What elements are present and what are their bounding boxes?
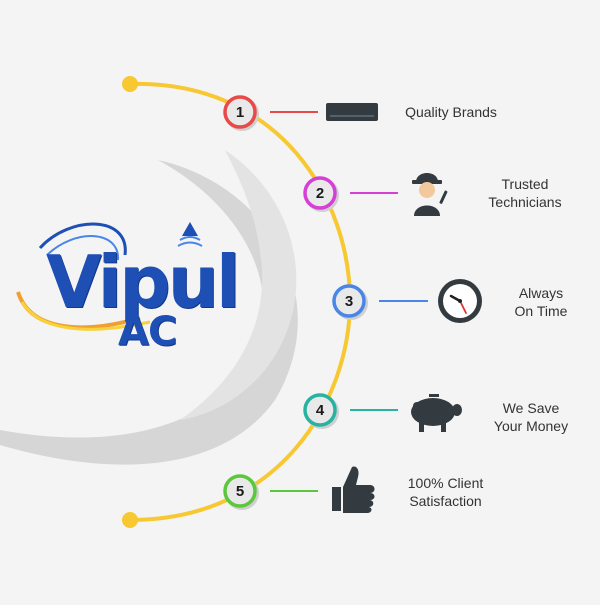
ac-unit-icon — [326, 103, 378, 121]
step-1: 1 — [223, 95, 318, 131]
step-badge — [303, 393, 337, 427]
arc-endpoint-bottom — [122, 512, 138, 528]
step-number: 5 — [236, 483, 244, 500]
step-label-line2: On Time — [514, 303, 568, 319]
logo-triangle-icon — [177, 222, 203, 247]
step-label-line2: Technicians — [488, 194, 562, 210]
step-4: 4 — [303, 393, 398, 429]
step-number: 1 — [236, 104, 244, 121]
logo-swoosh-yellow — [20, 301, 151, 331]
step-label-line1: Trusted — [501, 176, 549, 192]
step-label-line1: 100% Client — [407, 475, 484, 491]
step-5: 5 — [223, 474, 318, 510]
step-badge — [223, 474, 257, 508]
step-badge — [332, 284, 366, 318]
thumbs-up-icon — [332, 466, 375, 513]
step-number: 3 — [345, 293, 353, 310]
technician-icon — [412, 173, 448, 216]
steps-layer: 1 2 3 4 5 — [223, 95, 428, 510]
grey-swoosh-inner — [180, 150, 297, 420]
logo-swoosh-blue — [38, 222, 127, 256]
step-label-line2: Satisfaction — [409, 493, 482, 509]
logo-swoosh-blue-2 — [46, 235, 120, 261]
step-number: 4 — [316, 402, 325, 419]
step-label-line1: Always — [518, 285, 564, 301]
logo-wordmark: Vipul — [46, 240, 241, 324]
step-label-3: Always On Time — [496, 284, 586, 320]
step-2: 2 — [303, 176, 398, 212]
piggy-bank-icon — [411, 394, 462, 432]
step-number: 2 — [316, 185, 324, 202]
logo-subtitle: AC — [118, 309, 177, 355]
step-badge — [223, 95, 257, 129]
clock-icon — [438, 279, 482, 323]
step-3: 3 — [332, 284, 428, 320]
step-label-line2: Your Money — [493, 418, 569, 434]
step-label-1: Quality Brands — [395, 103, 507, 121]
step-label-line1: Quality Brands — [405, 104, 497, 120]
arc-endpoint-top — [122, 76, 138, 92]
step-badge — [303, 176, 337, 210]
step-label-line1: We Save — [502, 400, 560, 416]
